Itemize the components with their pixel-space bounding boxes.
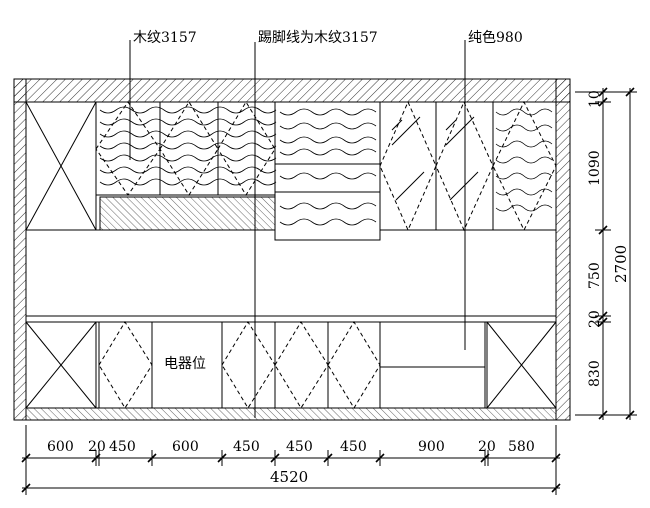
upper-drawer-strip [99,196,276,231]
dim-right-3: 750 [587,262,603,289]
dim-total-width: 4520 [270,468,308,486]
callout-leaders [129,40,466,418]
dim-seg-2: 20 [88,439,106,455]
callout-wood-grain: 木纹3157 [133,30,197,46]
bottom-dimension-lines [21,425,561,495]
lower-left-panel [25,321,97,409]
dim-right-5: 830 [587,360,603,387]
dim-seg-6: 450 [286,439,313,455]
lower-right-panel [486,321,557,409]
dim-right-2: 1090 [587,150,603,186]
dim-seg-8: 900 [418,439,445,455]
wall-frame [13,78,571,421]
dim-seg-9: 20 [478,439,496,455]
dim-seg-10: 580 [508,439,535,455]
callout-solid-color: 纯色980 [468,29,523,46]
dim-right-1: 10 [587,90,603,108]
lower-cabinets [25,321,557,409]
lower-drawers [379,321,486,409]
dim-total-height: 2700 [612,245,630,283]
dim-seg-4: 600 [172,439,199,455]
appliance-label: 电器位 [164,356,206,372]
right-dimension-lines [575,87,637,420]
upper-cabinets [25,100,557,241]
callout-kick-line: 踢脚线为木纹3157 [258,30,378,46]
dim-seg-5: 450 [233,439,260,455]
dim-seg-1: 600 [47,439,74,455]
dim-seg-3: 450 [109,439,136,455]
dim-right-4: 20 [587,310,603,328]
dim-seg-7: 450 [340,439,367,455]
